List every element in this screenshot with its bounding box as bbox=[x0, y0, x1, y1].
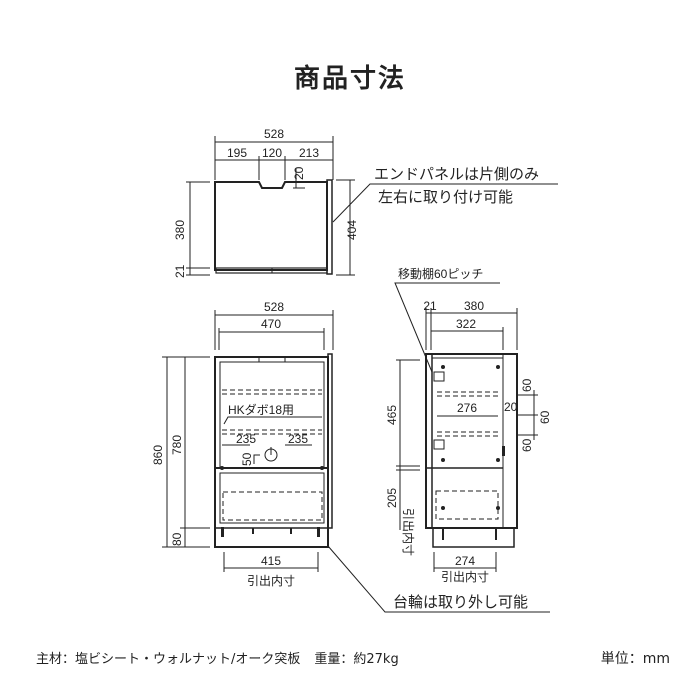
dowel-leader bbox=[223, 416, 322, 425]
dim-pitch-c: 60 bbox=[520, 438, 534, 452]
material-text: 主材：塩ビシート・ウォルナット/オーク突板 bbox=[36, 652, 301, 667]
side-shelves bbox=[435, 391, 499, 520]
dim-top-seg-2: 120 bbox=[262, 146, 282, 160]
dim-side-inner: 322 bbox=[456, 317, 476, 331]
dim-drawer-width: 415 bbox=[261, 554, 281, 568]
dim-side-panel: 21 bbox=[423, 299, 437, 313]
side-view: 移動棚60ピッチ 21 380 322 276 20 60 60 60 465 … bbox=[385, 266, 552, 611]
page-title: 商品寸法 bbox=[293, 64, 406, 94]
side-drawer-outline bbox=[435, 490, 499, 520]
front-shelves bbox=[222, 389, 323, 521]
dim-pitch-a: 60 bbox=[520, 378, 534, 392]
dim-notch: 20 bbox=[292, 166, 306, 180]
dim-front-base: 80 bbox=[170, 532, 184, 546]
dim-top-depth-panel: 404 bbox=[345, 220, 359, 240]
drawer-outline bbox=[222, 491, 323, 521]
drawer-inner-label-side: 引出内寸 bbox=[441, 570, 489, 584]
dim-top-base: 21 bbox=[173, 264, 187, 278]
dim-shelf-depth: 276 bbox=[457, 401, 477, 415]
dim-top-seg-3: 213 bbox=[299, 146, 319, 160]
dim-gap: 20 bbox=[504, 400, 518, 414]
dim-side-upper: 465 bbox=[385, 405, 399, 425]
dowel-label: HKダボ18用 bbox=[228, 402, 294, 417]
casters bbox=[220, 466, 324, 537]
top-body-outline bbox=[214, 181, 328, 271]
weight-text: 重量：約27kg bbox=[314, 652, 399, 667]
dim-hole-right: 235 bbox=[288, 432, 308, 446]
end-panel bbox=[326, 179, 333, 275]
caster-leader bbox=[327, 545, 550, 613]
top-view: 528 195 120 213 20 380 21 404 エンドパネルは片側の… bbox=[173, 127, 558, 278]
note-end-panel-2: 左右に取り付け可能 bbox=[378, 189, 513, 206]
dim-side-drawer-depth: 274 bbox=[455, 554, 475, 568]
dim-front-inner: 470 bbox=[261, 317, 281, 331]
end-panel-leader bbox=[332, 183, 558, 223]
shelf-pitch-leader bbox=[394, 282, 500, 373]
dim-top-depth: 380 bbox=[173, 220, 187, 240]
dim-front-height: 860 bbox=[151, 445, 165, 465]
dim-hole-offset: 50 bbox=[240, 452, 254, 466]
drawer-inner-label-front: 引出内寸 bbox=[247, 574, 295, 588]
dim-front-width: 528 bbox=[264, 300, 284, 314]
dim-top-width: 528 bbox=[264, 127, 284, 141]
front-end-panel bbox=[327, 353, 333, 529]
dim-side-depth: 380 bbox=[464, 299, 484, 313]
dim-hole-left: 235 bbox=[236, 432, 256, 446]
dim-front-upper: 780 bbox=[170, 435, 184, 455]
caster-note: 台輪は取り外し可能 bbox=[393, 594, 528, 611]
dim-pitch-b: 60 bbox=[538, 410, 552, 424]
drawer-inner-label-side-vertical: 引出内寸 bbox=[401, 508, 415, 556]
unit-text: 単位：mm bbox=[600, 651, 670, 667]
dim-top-seg-1: 195 bbox=[227, 146, 247, 160]
note-end-panel-1: エンドパネルは片側のみ bbox=[374, 166, 539, 183]
front-view: 528 470 860 780 80 HKダボ18用 235 235 50 41… bbox=[151, 300, 550, 613]
dim-side-drawer: 205 bbox=[385, 488, 399, 508]
shelf-pitch-note: 移動棚60ピッチ bbox=[398, 266, 483, 281]
material-info: 主材：塩ビシート・ウォルナット/オーク突板重量：約27kg bbox=[36, 648, 399, 667]
